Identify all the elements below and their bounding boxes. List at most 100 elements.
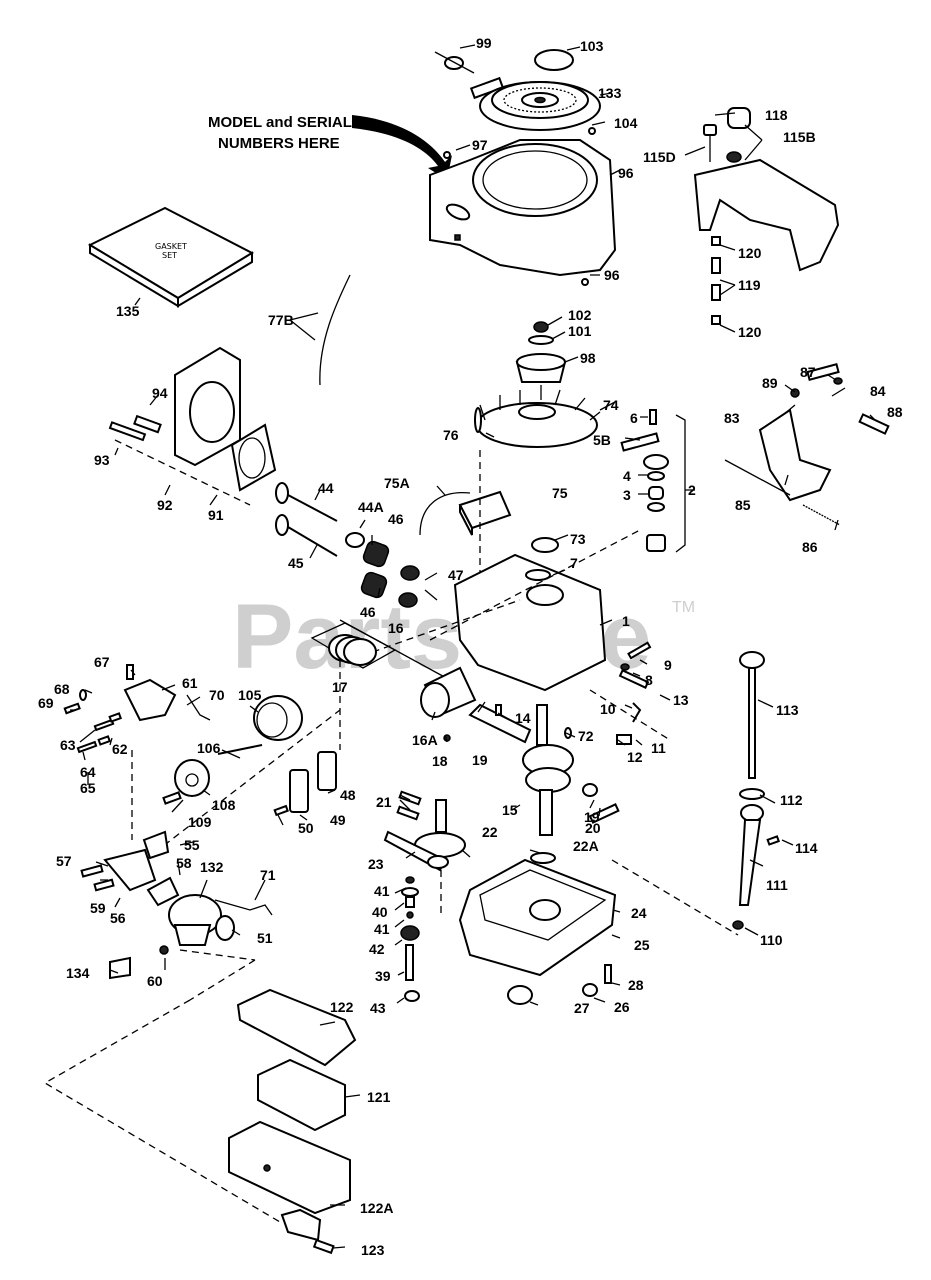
callout-51: 51 <box>257 930 273 946</box>
callout-122A: 122A <box>360 1200 393 1216</box>
callout-19: 19 <box>472 752 488 768</box>
callout-112: 112 <box>780 792 803 808</box>
callout-17: 17 <box>332 679 348 695</box>
note-line-2: NUMBERS HERE <box>218 135 340 152</box>
crankshaft <box>495 704 620 836</box>
callout-102: 102 <box>568 307 592 323</box>
callout-44A: 44A <box>358 499 384 515</box>
dipstick <box>732 651 781 930</box>
callout-111: 111 <box>766 877 788 893</box>
ground-wire <box>319 274 351 386</box>
callout-115D: 115D <box>643 149 676 165</box>
callout-50: 50 <box>298 820 314 836</box>
callout-8: 8 <box>645 672 653 688</box>
callout-20: 20 <box>585 820 601 836</box>
callout-41-lower: 41 <box>374 921 390 937</box>
callout-47: 47 <box>448 567 464 583</box>
callout-42: 42 <box>369 941 385 957</box>
callout-1: 1 <box>622 613 630 629</box>
callout-92: 92 <box>157 497 173 513</box>
callout-88: 88 <box>887 404 903 420</box>
leader-lines <box>70 44 876 1249</box>
starter-cap <box>534 49 574 71</box>
callout-110: 110 <box>760 932 783 948</box>
callout-91: 91 <box>208 507 224 523</box>
callout-93: 93 <box>94 452 110 468</box>
callout-67: 67 <box>94 654 110 670</box>
callout-15: 15 <box>502 802 518 818</box>
callout-134: 134 <box>66 965 90 981</box>
callout-123: 123 <box>361 1242 385 1258</box>
blower-housing <box>429 127 617 286</box>
callout-25: 25 <box>634 937 650 953</box>
callout-86: 86 <box>802 539 818 555</box>
callout-28: 28 <box>628 977 644 993</box>
callout-113: 113 <box>776 702 799 718</box>
callout-118: 118 <box>765 107 788 123</box>
callout-16A: 16A <box>412 732 438 748</box>
fuel-tank <box>693 107 840 325</box>
valves <box>275 482 420 608</box>
callout-2: 2 <box>688 482 696 498</box>
callout-71: 71 <box>260 867 276 883</box>
callout-101: 101 <box>568 323 592 339</box>
cylinder-block <box>349 529 641 692</box>
callout-41: 41 <box>374 883 390 899</box>
callout-56: 56 <box>110 910 126 926</box>
piston-assembly <box>310 619 532 744</box>
callout-72: 72 <box>578 728 594 744</box>
callout-44: 44 <box>318 480 334 496</box>
callout-65: 65 <box>80 780 96 796</box>
callout-89: 89 <box>762 375 778 391</box>
flywheel-assembly <box>474 321 601 448</box>
callout-58: 58 <box>176 855 192 871</box>
callout-60: 60 <box>147 973 163 989</box>
callout-4: 4 <box>623 468 631 484</box>
note-arrow-icon <box>352 115 452 180</box>
callout-62: 62 <box>112 741 128 757</box>
callout-99: 99 <box>476 35 492 51</box>
callout-26: 26 <box>614 999 630 1015</box>
callout-135: 135 <box>116 303 140 319</box>
callout-45: 45 <box>288 555 304 571</box>
callout-43: 43 <box>370 1000 386 1016</box>
callout-55: 55 <box>184 837 200 853</box>
callout-98: 98 <box>580 350 596 366</box>
callout-97: 97 <box>472 137 488 153</box>
callout-12: 12 <box>627 749 643 765</box>
callout-3: 3 <box>623 487 631 503</box>
callout-75: 75 <box>552 485 568 501</box>
callout-109: 109 <box>188 814 212 830</box>
callout-87: 87 <box>800 364 816 380</box>
callout-11: 11 <box>651 740 666 756</box>
callout-73: 73 <box>570 531 586 547</box>
callout-108: 108 <box>212 797 236 813</box>
callout-133: 133 <box>598 85 622 101</box>
callout-70: 70 <box>209 687 225 703</box>
callout-63: 63 <box>60 737 76 753</box>
governor-small-parts <box>589 641 671 745</box>
governor-linkage <box>724 363 890 526</box>
muffler <box>144 660 341 861</box>
callout-19-lower: 19 <box>584 809 600 825</box>
callout-46: 46 <box>388 511 404 527</box>
callout-23: 23 <box>368 856 384 872</box>
oil-slinger <box>400 876 420 1002</box>
callout-10: 10 <box>600 701 616 717</box>
callout-121: 121 <box>367 1089 391 1105</box>
crankcase-cover <box>458 852 739 1005</box>
model-serial-note: MODEL and SERIAL NUMBERS HERE <box>208 114 452 180</box>
callout-7: 7 <box>570 555 578 571</box>
callout-22: 22 <box>482 824 498 840</box>
cylinder-head <box>108 346 277 506</box>
callout-119: 119 <box>738 277 761 293</box>
connecting-rod <box>468 703 532 744</box>
callout-105: 105 <box>238 687 262 703</box>
callout-59: 59 <box>90 900 106 916</box>
callout-120: 120 <box>738 245 762 261</box>
callout-114: 114 <box>795 840 818 856</box>
callout-94: 94 <box>152 385 168 401</box>
callout-77B: 77B <box>268 312 294 328</box>
callout-21: 21 <box>376 794 392 810</box>
callout-16: 16 <box>388 620 404 636</box>
